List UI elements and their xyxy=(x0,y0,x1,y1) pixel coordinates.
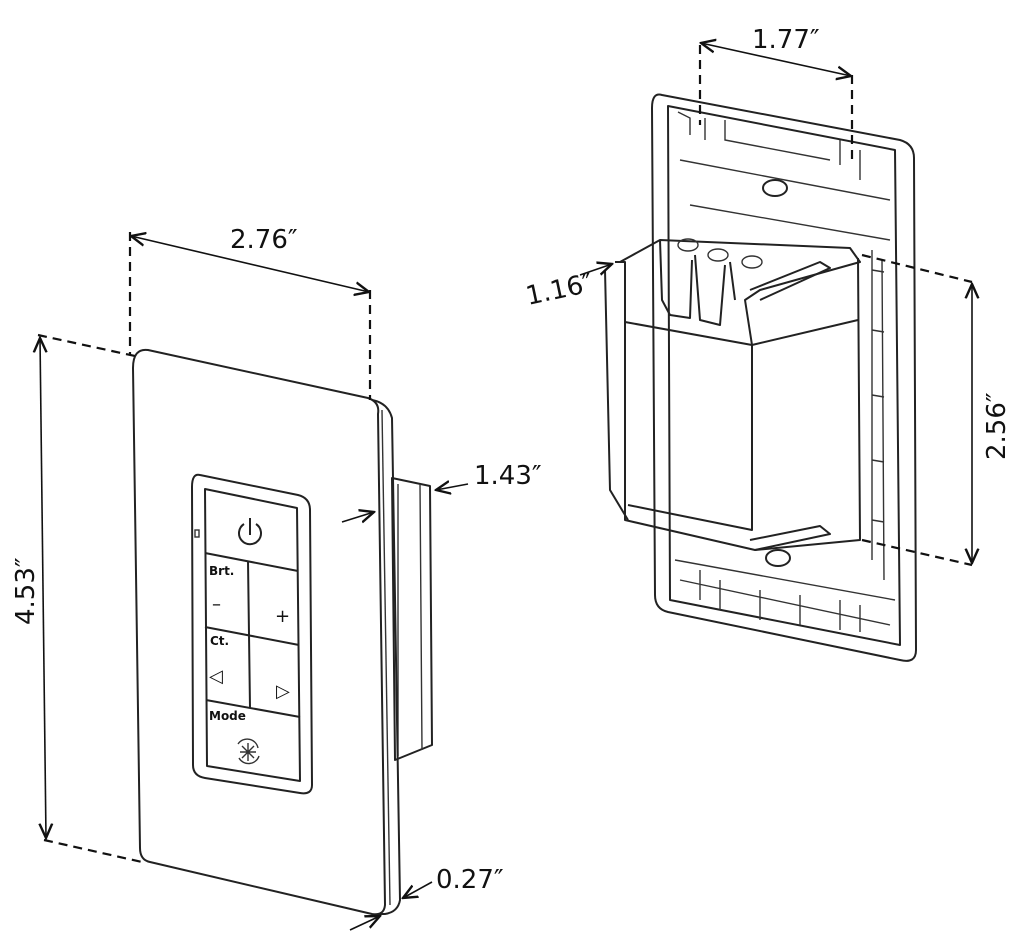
front-height-label: 4.53″ xyxy=(11,557,41,625)
front-width-label: 2.76″ xyxy=(230,225,298,255)
color-temp-left-button[interactable]: ◁ xyxy=(209,666,223,687)
keypad-face xyxy=(204,488,301,782)
plate-depth-label: 0.27″ xyxy=(436,865,504,895)
module-height-label: 2.56″ xyxy=(982,392,1012,460)
power-icon[interactable] xyxy=(238,518,262,546)
brightness-label: Brt. xyxy=(209,564,234,578)
keypad-frame xyxy=(191,473,313,795)
brightness-up-button[interactable]: + xyxy=(275,606,290,627)
back-switch xyxy=(604,93,917,662)
rear-body xyxy=(391,477,433,761)
color-temp-right-button[interactable]: ▷ xyxy=(276,681,290,702)
brightness-down-button[interactable]: – xyxy=(212,594,221,615)
mount-hole-bottom xyxy=(765,549,791,567)
body-depth-label: 1.43″ xyxy=(474,461,542,491)
color-temp-label: Ct. xyxy=(210,634,229,648)
back-dimensions: 1.77″ 1.16″ 2.56″ xyxy=(523,25,1012,567)
plate-side xyxy=(371,399,401,915)
module-body xyxy=(615,257,861,551)
mode-label: Mode xyxy=(209,709,246,723)
back-plate xyxy=(651,93,917,662)
mode-cycle-icon[interactable] xyxy=(237,738,260,765)
wall-plate-front xyxy=(132,348,386,916)
mount-spacing-label: 1.77″ xyxy=(752,25,820,55)
module-depth-label: 1.16″ xyxy=(523,268,596,311)
front-dimensions: 2.76″ 4.53″ 1.43″ 0.27″ xyxy=(11,225,542,931)
front-switch: Brt. – + Ct. ◁ ▷ Mode xyxy=(132,348,433,916)
mount-hole-top xyxy=(762,179,788,197)
